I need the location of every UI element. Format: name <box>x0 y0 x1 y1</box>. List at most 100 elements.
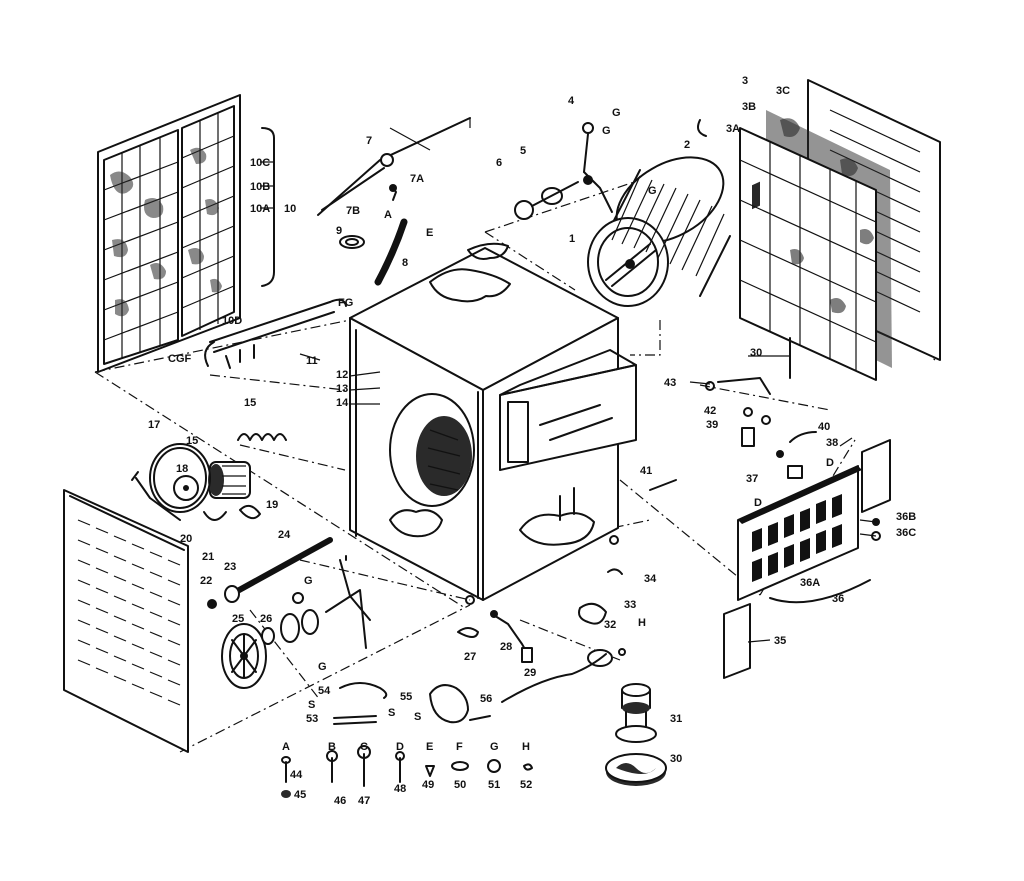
label-2: 2 <box>684 139 690 151</box>
label-A-hardware: A <box>282 741 290 753</box>
filter-frame-10 <box>97 94 275 373</box>
label-30-bottom: 30 <box>670 753 682 765</box>
drain-parts-27 <box>457 568 626 703</box>
label-32: 32 <box>604 619 616 631</box>
label-10B: 10B <box>250 181 270 193</box>
label-44: 44 <box>290 769 303 781</box>
label-3: 3 <box>742 75 748 87</box>
label-10C: 10C <box>250 157 270 169</box>
label-7A: 7A <box>410 173 424 185</box>
label-13: 13 <box>336 383 348 395</box>
pump-31 <box>605 683 667 786</box>
part-labels: 1 2 3 3A 3B 3C 4 5 6 7 7A 7B 8 9 10 10A … <box>148 75 916 807</box>
label-46: 46 <box>334 795 346 807</box>
label-20: 20 <box>180 533 192 545</box>
label-17: 17 <box>148 419 160 431</box>
label-D-filter-left: D <box>754 497 762 509</box>
label-G-lower: G <box>318 661 327 673</box>
label-3A: 3A <box>726 123 740 135</box>
label-1: 1 <box>569 233 575 245</box>
label-25: 25 <box>232 613 244 625</box>
label-15-left: 15 <box>186 435 198 447</box>
label-3B: 3B <box>742 101 756 113</box>
label-24: 24 <box>278 529 291 541</box>
label-29: 29 <box>524 667 536 679</box>
label-B: B <box>328 741 336 753</box>
cabinet-1 <box>349 242 637 605</box>
label-56: 56 <box>480 693 492 705</box>
label-S-2: S <box>414 711 421 723</box>
label-S-3: S <box>308 699 315 711</box>
motor-pulley-25 <box>221 555 371 689</box>
label-H-hardware: H <box>522 741 530 753</box>
label-7B: 7B <box>346 205 360 217</box>
label-40: 40 <box>818 421 830 433</box>
label-28: 28 <box>500 641 512 653</box>
label-49: 49 <box>422 779 434 791</box>
label-6: 6 <box>496 157 502 169</box>
label-23: 23 <box>224 561 236 573</box>
label-45: 45 <box>294 789 306 801</box>
label-39: 39 <box>706 419 718 431</box>
plate-35 <box>723 603 751 679</box>
label-FG: FG <box>338 297 353 309</box>
label-19: 19 <box>266 499 278 511</box>
label-4: 4 <box>568 95 575 107</box>
label-11: 11 <box>306 355 318 367</box>
label-D-hardware: D <box>396 741 404 753</box>
label-leader-lines <box>260 161 877 643</box>
label-10A: 10A <box>250 203 270 215</box>
label-43: 43 <box>664 377 676 389</box>
label-G-hardware: G <box>490 741 499 753</box>
label-42: 42 <box>704 405 716 417</box>
float-assembly-11 <box>204 298 347 369</box>
label-G-fan: G <box>304 575 313 587</box>
label-34: 34 <box>644 573 657 585</box>
label-38: 38 <box>826 437 838 449</box>
pump-ring-17 <box>149 443 211 513</box>
label-E-hardware: E <box>426 741 433 753</box>
label-51: 51 <box>488 779 500 791</box>
label-36A: 36A <box>800 577 820 589</box>
label-G-wheel: G <box>648 185 657 197</box>
label-S-1: S <box>388 707 395 719</box>
label-30-top: 30 <box>750 347 762 359</box>
label-G-shaft-top: G <box>612 107 621 119</box>
label-54: 54 <box>318 685 331 697</box>
label-H-pump: H <box>638 617 646 629</box>
hardware-row <box>281 745 533 798</box>
label-10: 10 <box>284 203 296 215</box>
label-15-top: 15 <box>244 397 256 409</box>
label-12: 12 <box>336 369 348 381</box>
label-CGF: CGF <box>168 353 192 365</box>
label-G-shaft: G <box>602 125 611 137</box>
label-31: 31 <box>670 713 682 725</box>
blower-wheel-2 <box>587 156 731 307</box>
label-A-upper: A <box>384 209 392 221</box>
label-48: 48 <box>394 783 406 795</box>
motor-shaft-24 <box>207 537 333 609</box>
hose-chain-54 <box>333 682 491 725</box>
label-55: 55 <box>400 691 412 703</box>
label-7: 7 <box>366 135 372 147</box>
water-distributor-7 <box>317 117 471 286</box>
label-47: 47 <box>358 795 370 807</box>
label-D-filter-top: D <box>826 457 834 469</box>
label-21: 21 <box>202 551 214 563</box>
rear-filter-3 <box>697 79 941 381</box>
side-grille-21 <box>63 471 189 753</box>
label-53: 53 <box>306 713 318 725</box>
blower-shaft-4 <box>514 122 613 220</box>
label-33: 33 <box>624 599 636 611</box>
label-50: 50 <box>454 779 466 791</box>
label-14: 14 <box>336 397 349 409</box>
label-8: 8 <box>402 257 408 269</box>
label-27: 27 <box>464 651 476 663</box>
label-F: F <box>456 741 463 753</box>
pump-motor-15 <box>203 433 287 521</box>
label-35: 35 <box>774 635 786 647</box>
label-36C: 36C <box>896 527 916 539</box>
label-18: 18 <box>176 463 188 475</box>
label-26: 26 <box>260 613 272 625</box>
